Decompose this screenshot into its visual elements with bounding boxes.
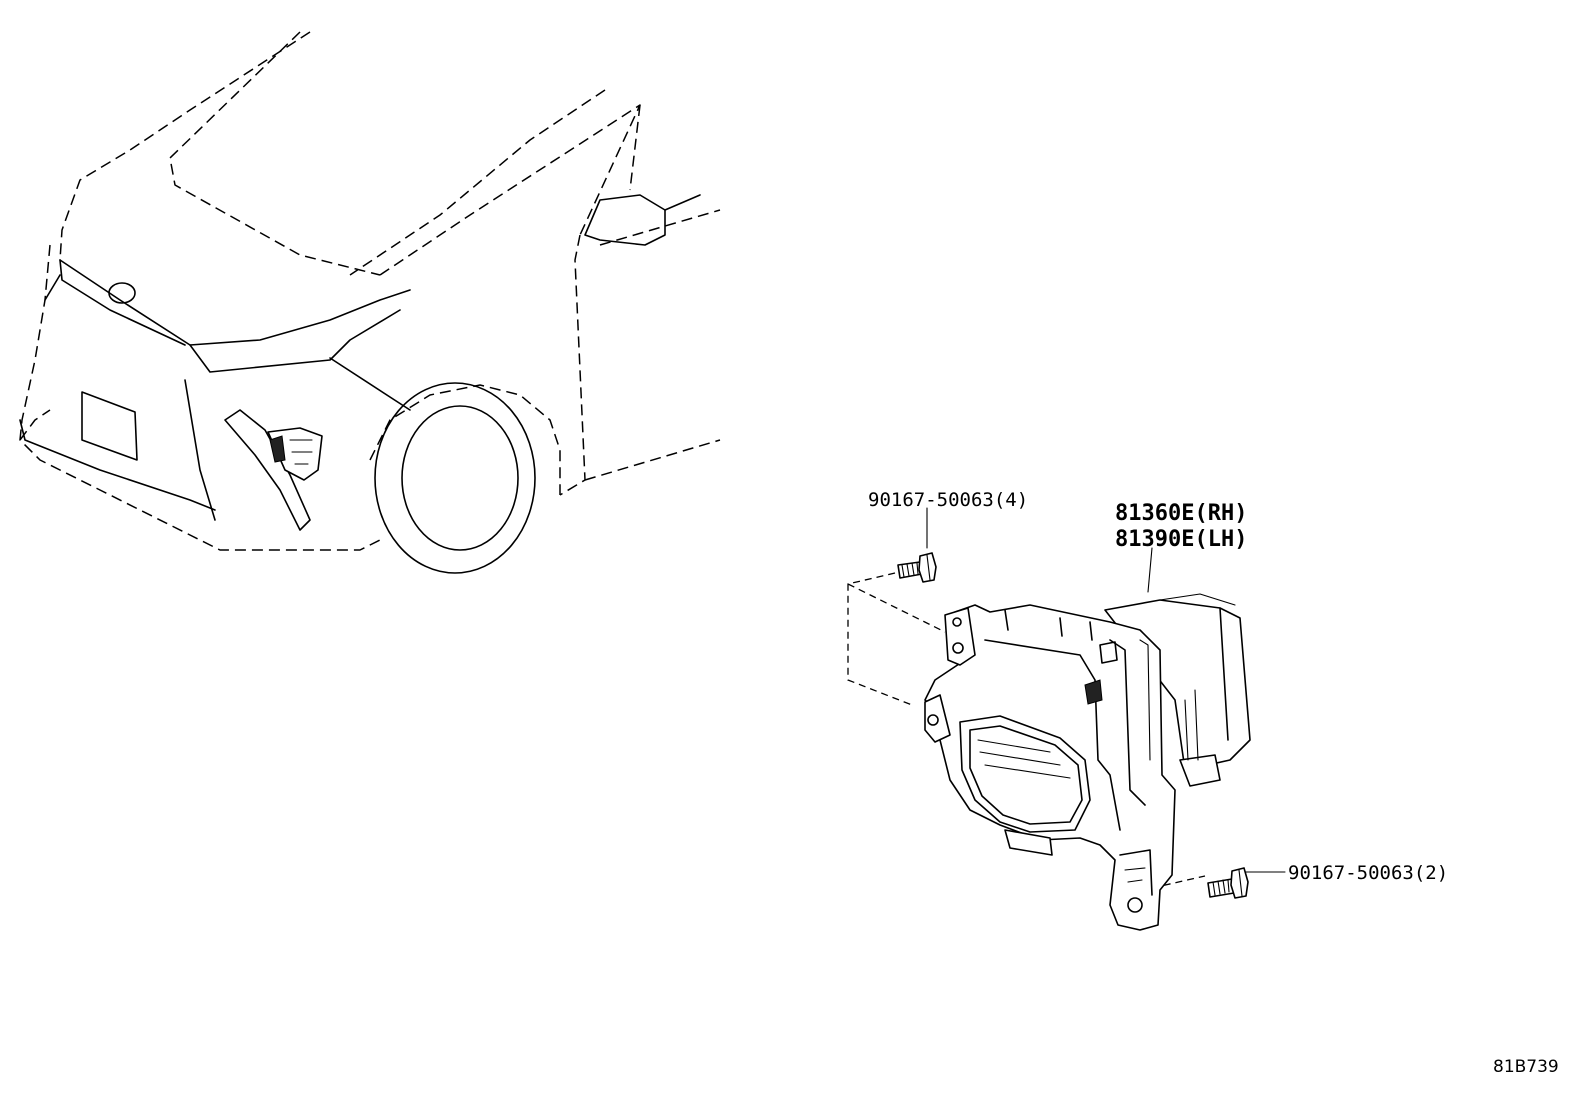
fog-lamp-assembly-icon (924, 593, 1251, 931)
fog-lamp-part-number-lh: 81390E(LH) (1115, 527, 1247, 552)
bolt-upper-icon (897, 552, 937, 583)
bolt-lower-icon (1207, 867, 1249, 899)
figure-reference: 81B739 (1493, 1057, 1559, 1077)
fog-lamp-part-number-rh: 81360E(RH) (1115, 501, 1247, 526)
bolt-upper-part-number: 90167-50063(4) (868, 489, 1028, 511)
leader-lines (847, 507, 1286, 889)
bolt-lower-part-number: 90167-50063(2) (1288, 862, 1448, 884)
vehicle-outline (19, 31, 721, 574)
